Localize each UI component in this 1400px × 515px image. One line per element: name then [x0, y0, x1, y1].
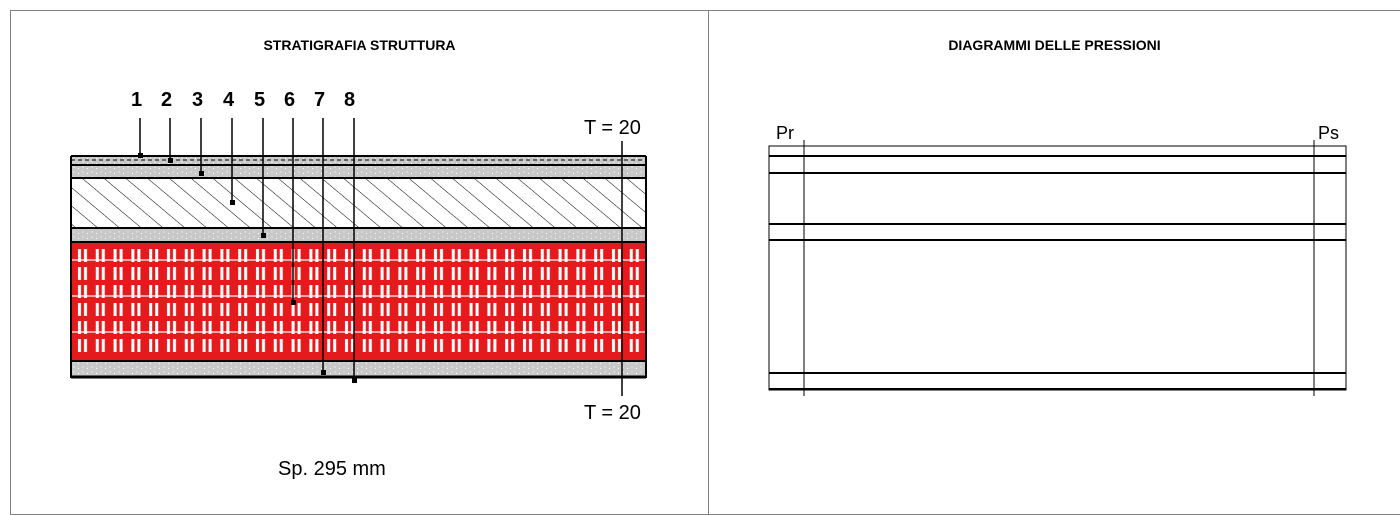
pressure-diagram-frame — [768, 145, 1347, 391]
layer-number-3: 3 — [192, 89, 203, 111]
wall-section — [70, 155, 647, 379]
layer-leader-lines — [139, 118, 355, 380]
layer-number-labels: 1 2 3 4 5 6 7 8 — [131, 89, 355, 111]
layer-number-2: 2 — [161, 89, 172, 111]
layer-number-1: 1 — [131, 89, 142, 111]
layer-2-screed — [71, 160, 646, 165]
layer-1-finish — [71, 156, 646, 160]
thickness-label: Sp. 295 mm — [278, 458, 386, 480]
layer-4-hatch — [71, 178, 646, 228]
layer-number-4: 4 — [223, 89, 235, 111]
layer-number-6: 6 — [284, 89, 295, 111]
layer-3-plaster — [71, 165, 646, 178]
pressure-diagram — [768, 140, 1347, 396]
ps-label: Ps — [1318, 123, 1339, 143]
stratigraphy-title: STRATIGRAFIA STRUTTURA — [263, 37, 456, 53]
temperature-top-label: T = 20 — [584, 117, 641, 139]
layer-number-8: 8 — [344, 89, 355, 111]
layer-number-7: 7 — [314, 89, 325, 111]
temperature-markers: T = 20 T = 20 — [584, 117, 641, 424]
layer-5-plaster — [71, 228, 646, 242]
pressure-diagram-title: DIAGRAMMI DELLE PRESSIONI — [948, 37, 1161, 53]
layer-leader-dots — [138, 153, 357, 383]
temperature-bottom-label: T = 20 — [584, 402, 641, 424]
pr-label: Pr — [776, 123, 794, 143]
layer-7-plaster — [71, 361, 646, 377]
layer-number-5: 5 — [254, 89, 265, 111]
layer-6-brick — [71, 242, 646, 361]
